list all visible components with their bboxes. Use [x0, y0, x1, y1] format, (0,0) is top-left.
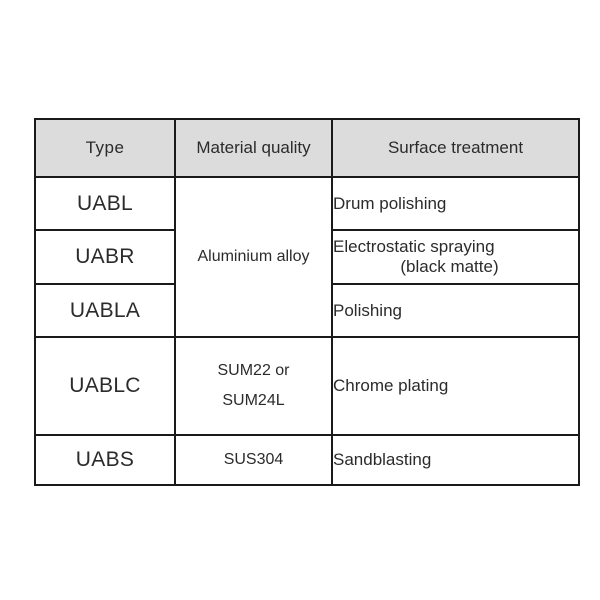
- material-text-line-2: SUM24L: [222, 392, 285, 409]
- column-header-material-quality: Material quality: [174, 118, 333, 178]
- cell-surface-drum-polishing: Drum polishing: [331, 176, 580, 231]
- cell-surface-sandblasting: Sandblasting: [331, 434, 580, 486]
- cell-type-uablc: UABLC: [34, 336, 176, 436]
- surface-text-line-1: Polishing: [333, 300, 402, 320]
- surface-text-line-1: Drum polishing: [333, 193, 447, 213]
- cell-material-sus304: SUS304: [174, 434, 333, 486]
- surface-text-line-1: Chrome plating: [333, 376, 449, 396]
- cell-type-uabs: UABS: [34, 434, 176, 486]
- cell-surface-electrostatic-spraying: Electrostatic spraying (black matte): [331, 229, 580, 285]
- column-header-surface-treatment: Surface treatment: [331, 118, 580, 178]
- specification-table-container: Type Material quality Surface treatment …: [34, 118, 580, 486]
- table-row: UABS SUS304 Sandblasting: [34, 434, 580, 486]
- cell-surface-polishing: Polishing: [331, 283, 580, 338]
- table-row: UABLC SUM22 or SUM24L Chrome plating: [34, 336, 580, 436]
- surface-text-line-2: (black matte): [400, 257, 499, 276]
- material-text-line-1: SUM22 or: [217, 362, 290, 380]
- table-header-row: Type Material quality Surface treatment: [34, 118, 580, 178]
- table-body: UABL Aluminium alloy Drum polishing UABR…: [34, 176, 580, 486]
- cell-type-uabr: UABR: [34, 229, 176, 285]
- column-header-type: Type: [34, 118, 176, 178]
- table-row: UABL Aluminium alloy Drum polishing: [34, 176, 580, 338]
- cell-type-uabla: UABLA: [34, 283, 176, 338]
- surface-text-line-1: Electrostatic spraying: [333, 237, 495, 257]
- cell-material-sum22-sum24l: SUM22 or SUM24L: [174, 336, 333, 436]
- surface-text-line-1: Sandblasting: [333, 450, 432, 470]
- cell-type-uabl: UABL: [34, 176, 176, 231]
- table-header: Type Material quality Surface treatment: [34, 118, 580, 178]
- table-row: UABLA Polishing: [34, 283, 580, 338]
- specification-table: Type Material quality Surface treatment …: [34, 118, 580, 486]
- table-row: UABR Electrostatic spraying (black matte…: [34, 229, 580, 285]
- cell-surface-chrome-plating: Chrome plating: [331, 336, 580, 436]
- cell-material-aluminium-alloy: Aluminium alloy: [174, 176, 333, 338]
